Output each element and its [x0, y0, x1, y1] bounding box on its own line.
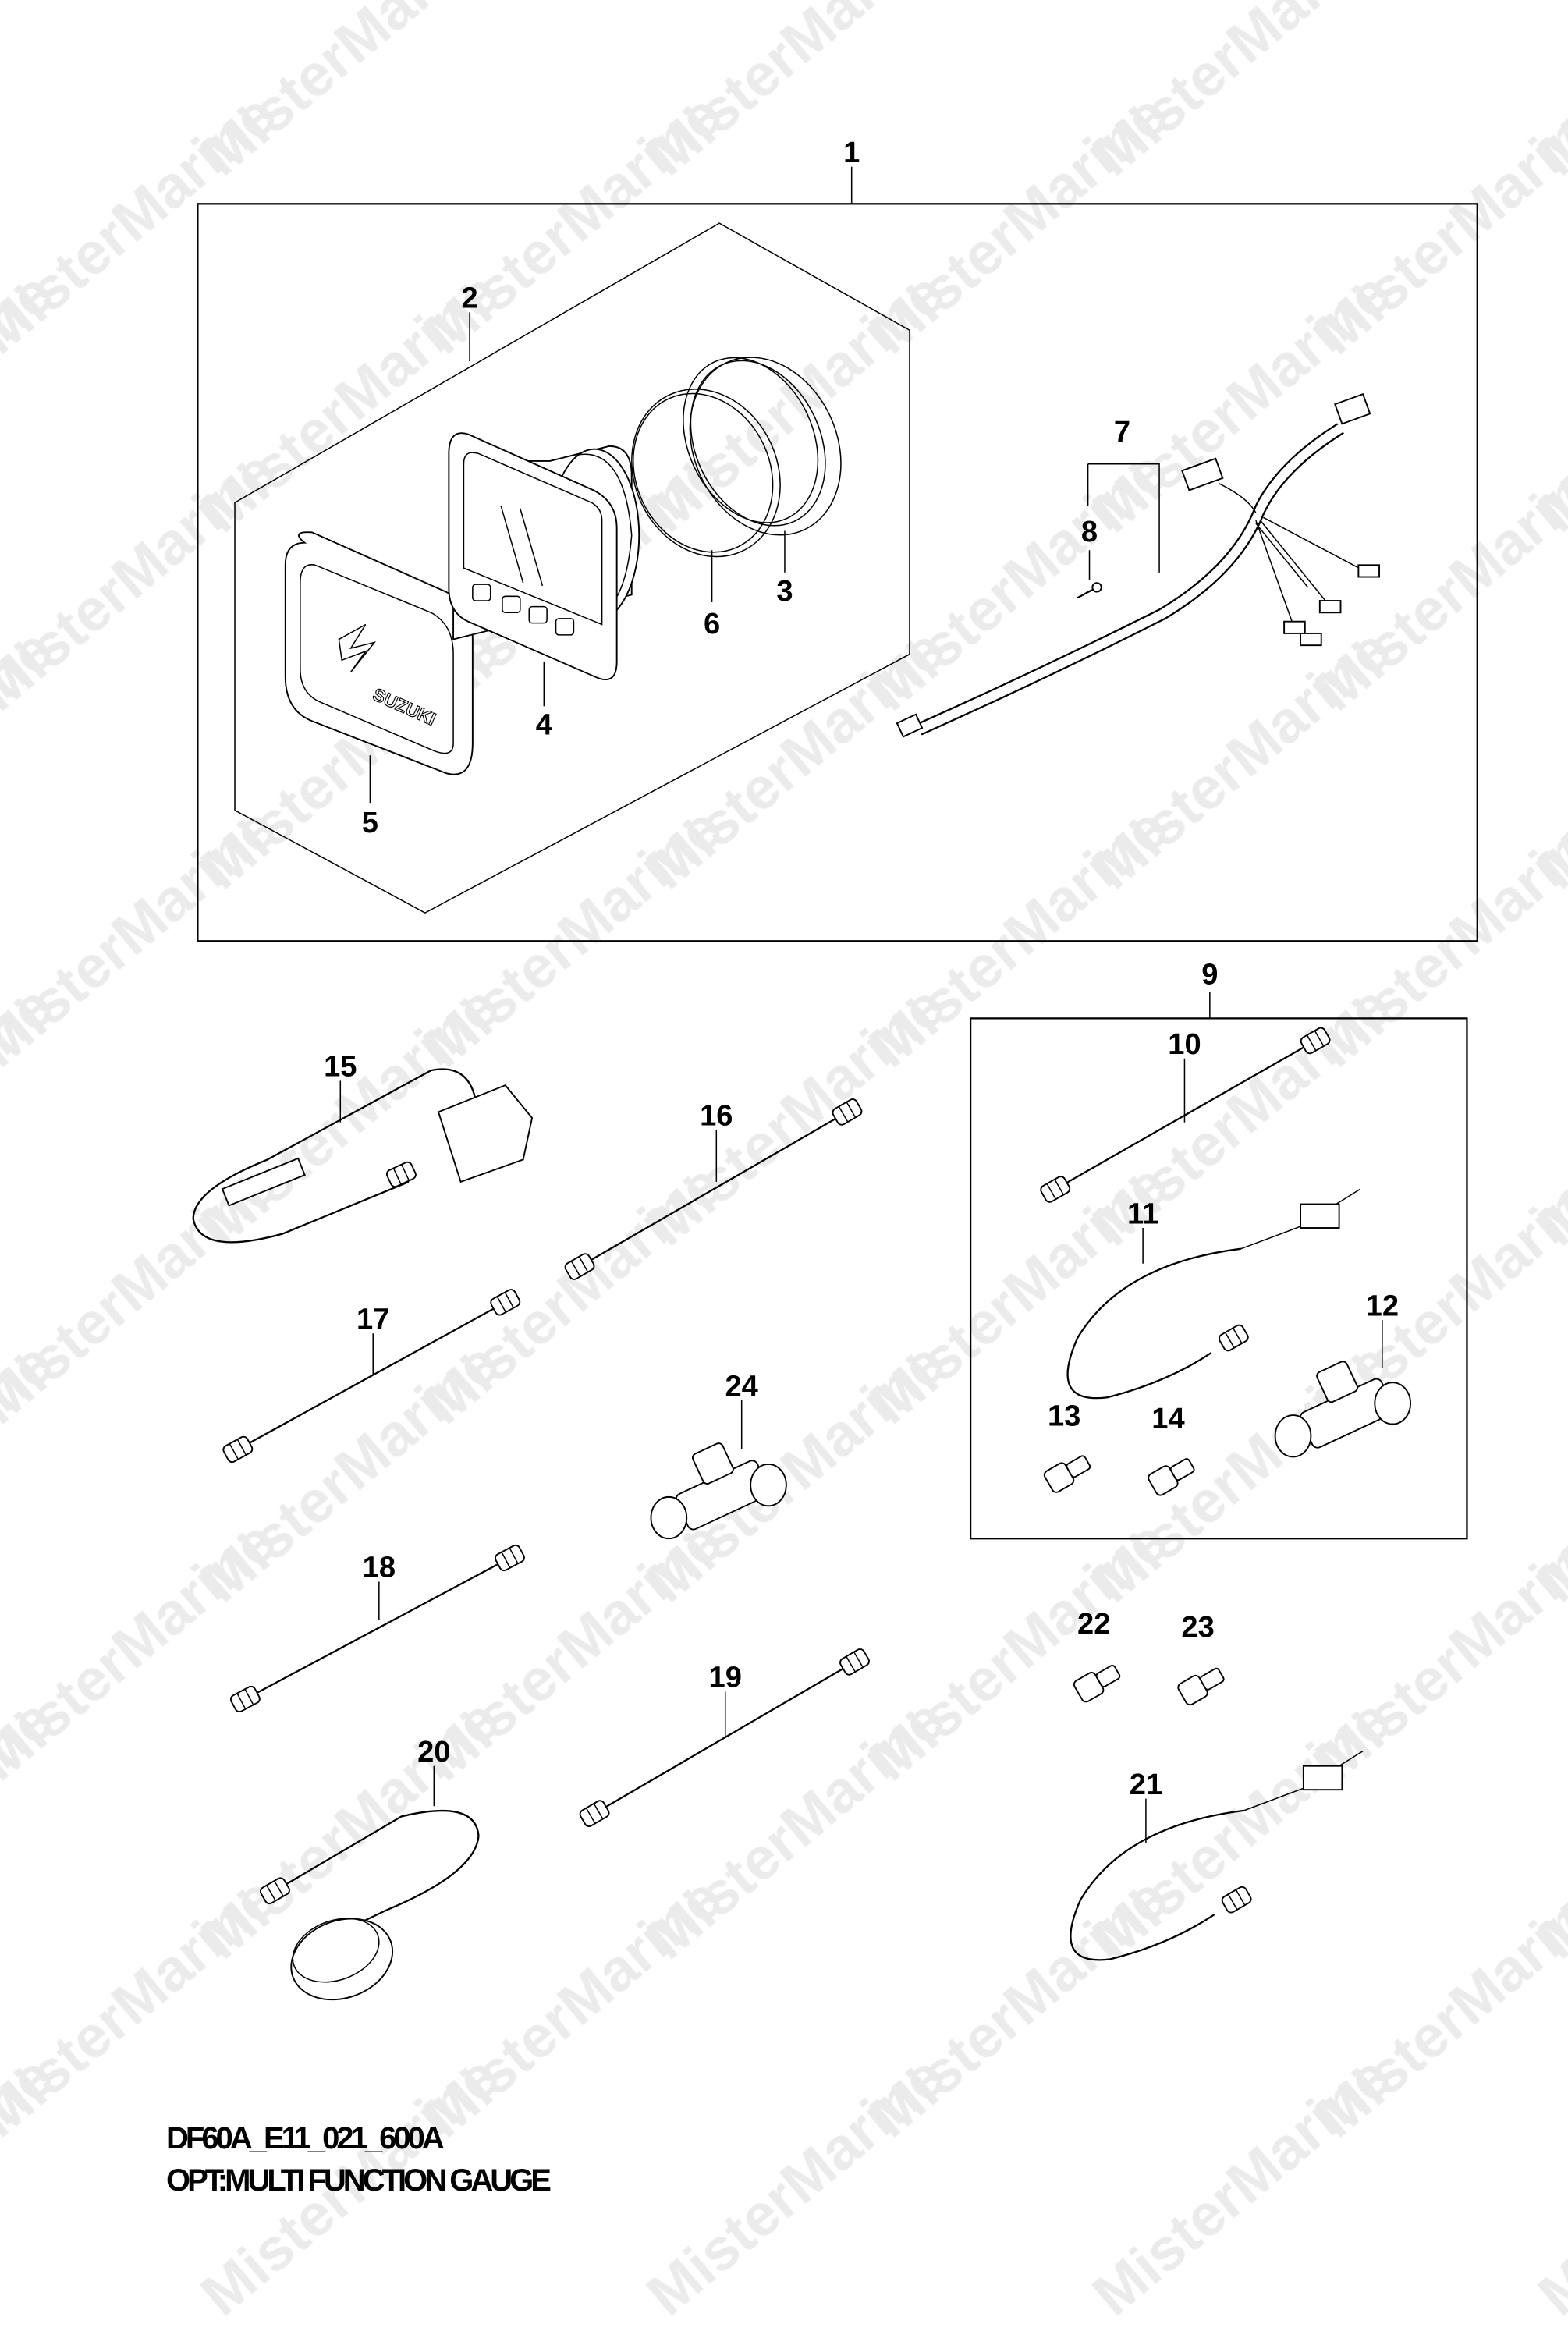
cable-part-21-connector: [1221, 1886, 1252, 1914]
cable-part-17-connector: [222, 1435, 254, 1464]
callout-4: 4: [536, 708, 552, 741]
diagram-code: DF60A_E11_021_600A: [166, 2121, 445, 2155]
wiring-harness-part-7: [896, 392, 1380, 738]
cable-part-21: [1070, 1751, 1364, 1961]
cables-layer: [192, 1027, 1411, 2001]
cable-part-18-connector: [229, 1685, 261, 1713]
cable-part-11-connector: [1218, 1324, 1249, 1352]
cable-part-20-connector: [260, 1877, 290, 1905]
callout-18: 18: [363, 1552, 396, 1584]
terminator-part-22: [1073, 1664, 1121, 1703]
callout-1: 1: [843, 137, 860, 169]
callout-13: 13: [1048, 1400, 1080, 1432]
subassembly-outline-2: [234, 222, 910, 914]
cable-part-19-connector: [839, 1648, 870, 1676]
cable-part-10-connector: [1300, 1027, 1331, 1055]
callout-8: 8: [1081, 516, 1098, 548]
screw-part-8: [1077, 550, 1102, 599]
callout-6: 6: [704, 608, 720, 640]
cable-part-18-connector: [495, 1544, 525, 1572]
callout-19: 19: [709, 1662, 742, 1694]
cable-part-19: [594, 1661, 856, 1815]
suzuki-logo-icon: [338, 623, 377, 672]
callout-14: 14: [1151, 1403, 1184, 1435]
cable-part-16-connector: [564, 1253, 595, 1280]
cable-part-11: [1066, 1188, 1360, 1400]
terminator-part-14: [1148, 1458, 1195, 1496]
cable-part-17: [237, 1301, 506, 1450]
tee-connector-part-12: [1274, 1361, 1411, 1458]
callout-23: 23: [1181, 1611, 1214, 1644]
callout-2: 2: [461, 282, 477, 315]
kit-box-9: [969, 1017, 1468, 1540]
gauge-part-4: [448, 432, 640, 707]
callout-21: 21: [1130, 1769, 1162, 1801]
cable-part-18: [244, 1556, 511, 1700]
terminator-part-13: [1043, 1455, 1091, 1493]
sensor-cable-part-15: [192, 1068, 534, 1244]
gps-antenna-part-20: [274, 1765, 480, 2001]
tee-connector-part-24: [650, 1442, 787, 1540]
callout-17: 17: [357, 1304, 389, 1336]
gauge-cover-part-5: SUZUKI: [284, 531, 474, 804]
callout-16: 16: [700, 1100, 733, 1133]
callout-5: 5: [362, 807, 378, 839]
terminator-part-23: [1177, 1667, 1225, 1706]
diagram-title: OPT:MULTI FUNCTION GAUGE: [166, 2163, 552, 2198]
o-ring-part-6: [631, 388, 781, 602]
callout-11: 11: [1127, 1197, 1158, 1230]
cable-part-10: [1055, 1039, 1316, 1190]
cable-part-15-connector: [385, 1161, 417, 1188]
callout-20: 20: [417, 1736, 450, 1769]
assembly-box-1: [197, 203, 1478, 942]
callout-15: 15: [324, 1051, 357, 1084]
callout-7: 7: [1114, 416, 1130, 449]
callout-24: 24: [725, 1370, 758, 1403]
callout-12: 12: [1366, 1290, 1399, 1322]
cable-part-19-connector: [579, 1800, 610, 1828]
callout-9: 9: [1201, 959, 1218, 992]
lock-nut-part-3: [683, 357, 842, 573]
cable-part-10-connector: [1040, 1176, 1071, 1203]
cable-part-16: [579, 1111, 848, 1268]
callout-22: 22: [1077, 1608, 1110, 1641]
cable-part-17-connector: [490, 1289, 521, 1316]
callout-3: 3: [776, 575, 793, 608]
cable-part-16-connector: [832, 1098, 863, 1126]
callout-10: 10: [1168, 1028, 1201, 1061]
